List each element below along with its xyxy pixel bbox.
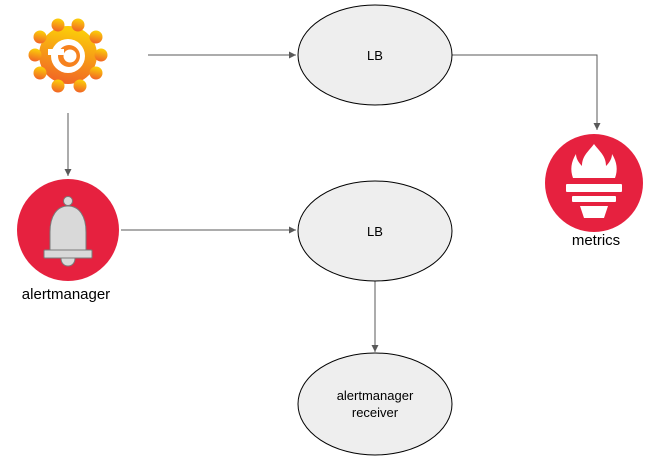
lb-bottom-node: LB	[297, 180, 453, 282]
lb-bottom-ellipse	[297, 180, 453, 282]
edge-lb-top-to-prometheus	[451, 54, 601, 130]
receiver-label-line2: receiver	[352, 405, 399, 420]
alertmanager-label: alertmanager	[22, 286, 110, 303]
bell-icon	[43, 196, 93, 267]
edges	[64, 51, 601, 352]
receiver-node: alertmanager receiver	[297, 352, 453, 456]
lb-bottom-label: LB	[367, 224, 383, 239]
grafana-logo-icon	[28, 18, 108, 93]
lb-top-label: LB	[367, 48, 383, 63]
lb-top-ellipse	[297, 4, 453, 106]
prometheus-label: metrics	[572, 232, 620, 249]
prometheus-node: metrics	[545, 134, 643, 249]
prometheus-torch-icon	[566, 144, 622, 218]
lb-top-node: LB	[297, 4, 453, 106]
prometheus-circle	[545, 134, 643, 232]
receiver-label-line1: alertmanager	[337, 388, 414, 403]
receiver-ellipse	[297, 352, 453, 456]
alertmanager-node: alertmanager	[17, 179, 119, 303]
